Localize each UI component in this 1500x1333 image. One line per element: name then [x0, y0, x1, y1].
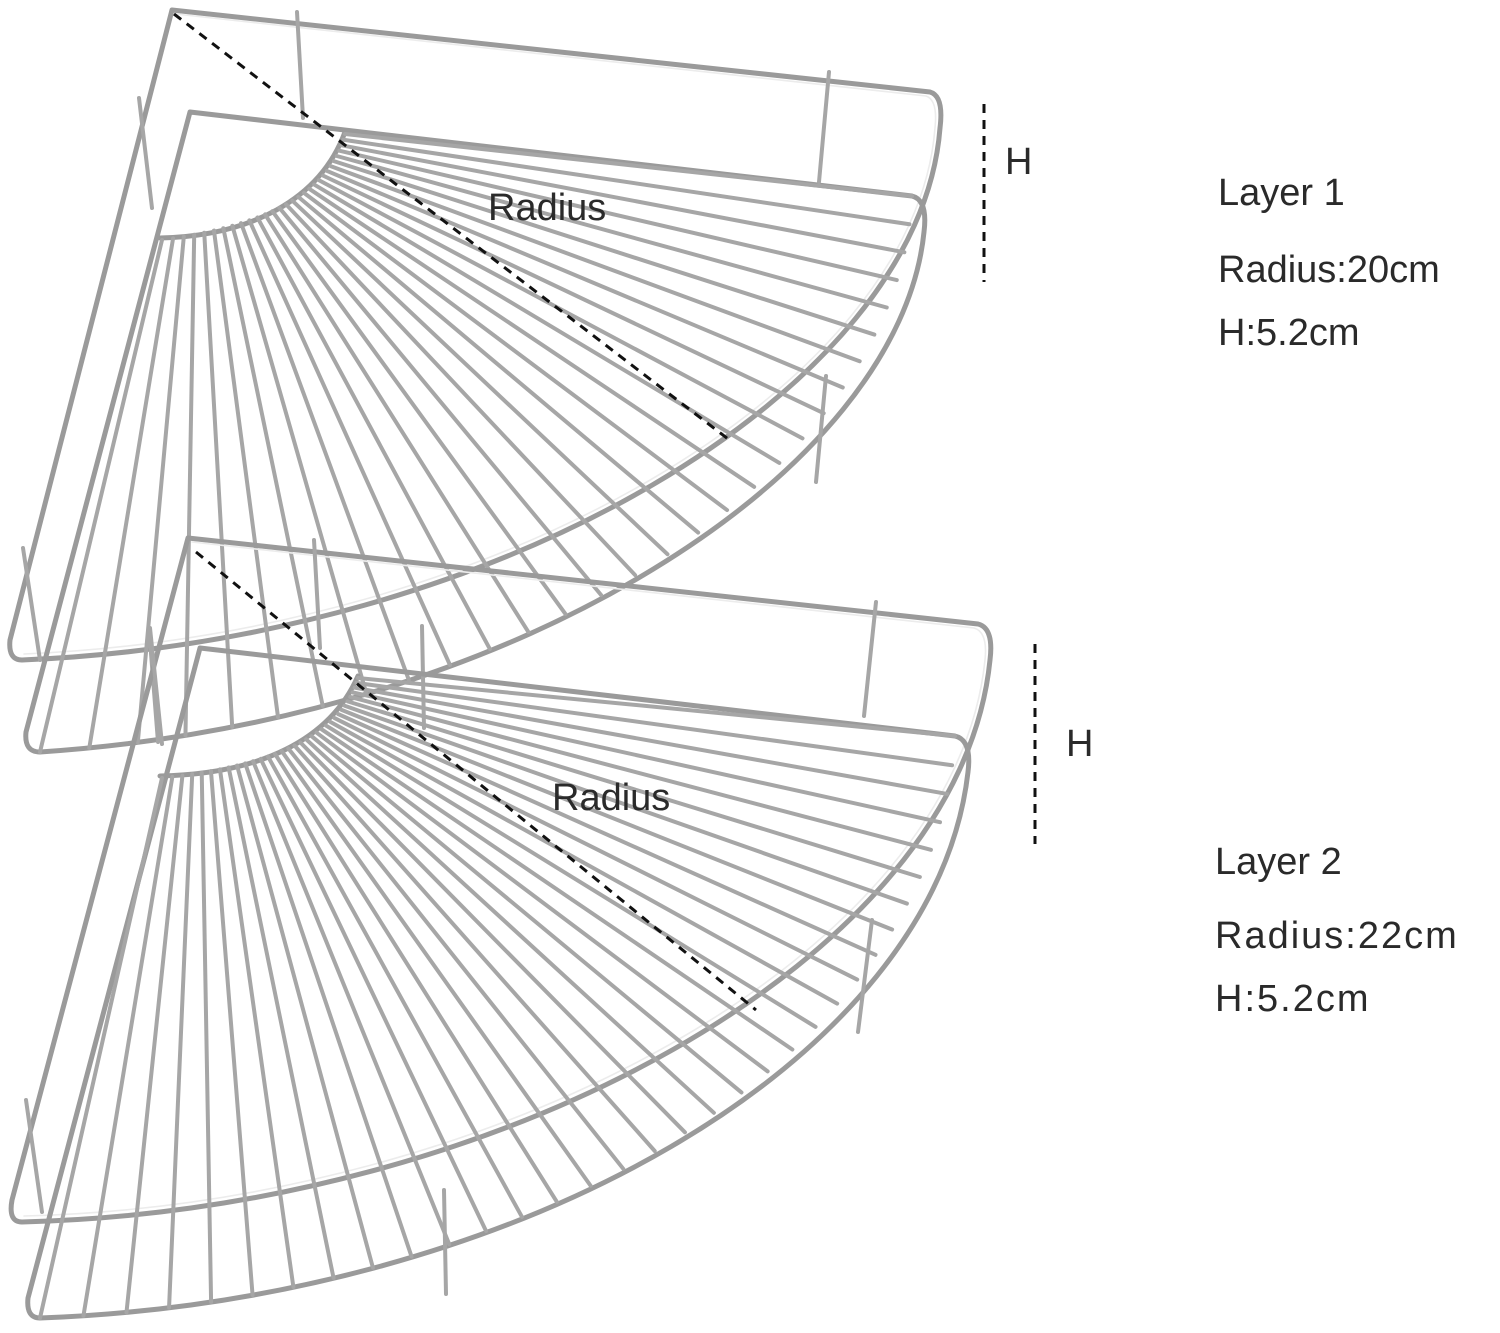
layer-2-spoke [314, 730, 770, 1074]
layer-2-post [862, 600, 878, 718]
layer-2-spoke [286, 746, 626, 1171]
layer-2-spoke [265, 754, 524, 1219]
layer-2-radius-label: Radius [552, 777, 670, 819]
layer-2-height-label: H [1066, 723, 1093, 765]
layer-1-post [420, 624, 426, 730]
layer-2-spoke [292, 743, 657, 1153]
layer-2-height-spec: H:5.2cm [1215, 978, 1371, 1020]
layer-1-spoke [328, 164, 862, 364]
layer-1-post [817, 70, 831, 184]
layer-2-top-rim-highlight [23, 541, 987, 1217]
layer-2-spoke [352, 685, 950, 796]
layer-2-spoke [273, 751, 559, 1204]
layer-2-radius-line [195, 550, 757, 1012]
layer-2-spoke [235, 763, 375, 1270]
layer-1-spoke [334, 153, 889, 310]
layer-1-spoke [339, 143, 907, 255]
layer-2-spoke [309, 734, 744, 1095]
layer-1-spoke [239, 221, 411, 682]
layer-1-post [137, 96, 154, 210]
layer-2-spoke [348, 694, 933, 852]
layer-2-post [442, 1188, 448, 1296]
layer-1-radius-line [173, 12, 733, 444]
layer-2-spoke [38, 776, 164, 1320]
layer-2-spoke [167, 772, 195, 1310]
layer-2-spoke [298, 740, 687, 1135]
layer-1-spoke [321, 173, 826, 416]
layer-2-title: Layer 2 [1215, 841, 1342, 883]
layer-1-spokes [38, 132, 914, 754]
layer-2-spoke [350, 690, 942, 825]
layer-1-shelf: Radius H [7, 7, 1032, 755]
layer-1-height-label: H [1005, 141, 1032, 183]
layer-2-spoke [208, 769, 255, 1298]
layer-1-spoke [255, 215, 492, 652]
layer-2-spoke [354, 680, 955, 768]
layer-1-post [295, 10, 305, 120]
layer-1-post [21, 546, 42, 662]
layer-1-spoke [202, 230, 235, 729]
layer-2-spoke [328, 719, 840, 1006]
layer-1-spoke [263, 212, 531, 635]
layer-1-spoke [277, 205, 604, 598]
layer-1-spoke [296, 194, 701, 535]
layer-1-spoke [87, 236, 176, 750]
layer-1-spoke [230, 223, 369, 696]
layer-2-spoke [336, 711, 878, 957]
layer-2-spoke [319, 727, 795, 1052]
layer-2-spoke [258, 756, 489, 1234]
layer-1-spoke [343, 132, 914, 198]
layer-2-spoke [217, 767, 296, 1289]
layer-1-radius-spec: Radius:20cm [1218, 249, 1440, 291]
layer-1-spoke [341, 137, 912, 227]
layer-1-top-rim [7, 7, 944, 663]
layer-1-spoke [290, 198, 670, 557]
layer-2-spoke [199, 770, 214, 1304]
layer-1-title: Layer 1 [1218, 172, 1345, 214]
layer-2-spoke [304, 737, 716, 1115]
layer-1-spoke [38, 238, 164, 754]
layer-1-spoke [247, 218, 452, 668]
layer-2-shelf: Radius H [8, 535, 1093, 1321]
layer-2-spoke [81, 774, 175, 1318]
layer-2-spoke [345, 699, 922, 880]
layer-1-spoke [301, 190, 730, 513]
layer-2-spoke [356, 676, 957, 738]
layer-1-spoke [307, 186, 757, 489]
layer-2-spoke [324, 723, 818, 1029]
layer-2-spokes [38, 676, 957, 1320]
layer-1-spoke [183, 232, 197, 738]
layer-1-height-spec: H:5.2cm [1218, 312, 1360, 354]
layer-2-top-rim [8, 535, 994, 1225]
layer-2-inner-arc [157, 673, 361, 779]
layer-2-spoke [226, 765, 336, 1280]
layer-2-spoke [332, 715, 860, 982]
layer-1-spoke [312, 182, 782, 465]
layer-1-spoke [135, 234, 186, 745]
layer-2-post [856, 918, 874, 1034]
layer-1-post [814, 374, 828, 484]
layer-2-post [148, 626, 164, 746]
layer-2-post [312, 538, 322, 650]
layer-1-spoke [221, 226, 325, 708]
layer-1-spoke [325, 168, 845, 390]
layer-2-post [24, 1098, 44, 1214]
layer-1-spoke [211, 228, 280, 720]
layer-1-spoke [284, 202, 638, 578]
layer-2-radius-spec: Radius:22cm [1215, 915, 1459, 957]
layer-2-spoke [279, 749, 593, 1188]
layer-2-spoke [251, 759, 452, 1247]
layer-1-spoke [337, 148, 899, 283]
layer-2-spoke [342, 703, 909, 906]
layer-1-spoke [270, 209, 568, 617]
layer-1-radius-label: Radius [488, 187, 606, 229]
layer-2-spoke [124, 773, 185, 1315]
layer-1-top-rim-highlight [23, 13, 937, 655]
layer-2-spoke [243, 761, 414, 1259]
layer-1-spoke [331, 159, 877, 337]
